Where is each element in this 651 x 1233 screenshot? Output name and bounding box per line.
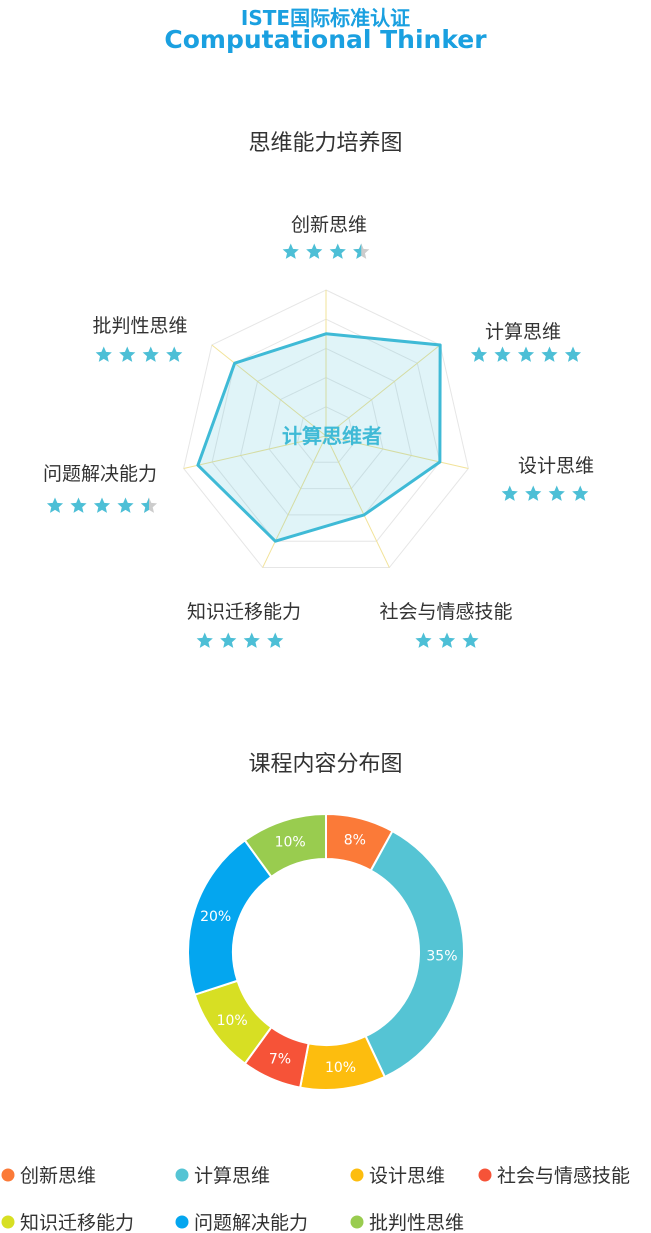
legend-label: 知识迁移能力 bbox=[20, 1212, 134, 1233]
legend-marker bbox=[478, 1168, 492, 1182]
brand-subtitle: Computational Thinker bbox=[164, 25, 487, 54]
rating-star-half-icon bbox=[353, 243, 362, 259]
radar-axis-label: 创新思维 bbox=[291, 214, 367, 236]
donut-slice-label: 35% bbox=[426, 949, 457, 965]
pie-chart-title: 课程内容分布图 bbox=[248, 752, 403, 777]
rating-star-icon bbox=[46, 497, 64, 513]
rating-star-icon bbox=[267, 632, 284, 648]
legend-marker bbox=[175, 1168, 189, 1182]
donut-slice-label: 7% bbox=[269, 1051, 291, 1067]
rating-star-icon bbox=[564, 346, 582, 362]
rating-star-icon bbox=[93, 497, 111, 513]
radar-spoke bbox=[211, 344, 327, 437]
rating-star-icon bbox=[119, 346, 136, 362]
rating-star-icon bbox=[95, 346, 112, 362]
rating-star-half-icon bbox=[140, 497, 149, 513]
rating-star-icon bbox=[501, 485, 518, 501]
rating-star-icon bbox=[306, 243, 323, 259]
rating-star-icon bbox=[415, 632, 432, 648]
donut-slice-label: 10% bbox=[325, 1060, 356, 1076]
radar-data-area bbox=[196, 332, 442, 543]
rating-star-icon bbox=[541, 346, 558, 362]
radar-chart-title: 思维能力培养图 bbox=[248, 131, 403, 156]
donut-slice bbox=[364, 829, 465, 1079]
donut-slice-label: 8% bbox=[344, 833, 366, 849]
radar-spoke bbox=[325, 435, 390, 568]
radar-grid-ring bbox=[296, 406, 356, 463]
radar-axis-label: 设计思维 bbox=[518, 455, 594, 477]
rating-star-icon bbox=[525, 485, 542, 501]
radar-center-label: 计算思维者 bbox=[282, 424, 382, 448]
radar-axis-label: 问题解决能力 bbox=[43, 463, 157, 485]
rating-star-icon bbox=[462, 632, 479, 648]
radar-grid-ring bbox=[211, 318, 441, 542]
legend-label: 设计思维 bbox=[369, 1165, 445, 1187]
legend-marker bbox=[350, 1215, 364, 1229]
brand-title: ISTE国际标准认证 bbox=[240, 6, 411, 30]
donut-slice bbox=[243, 812, 327, 879]
radar-spoke bbox=[262, 435, 327, 568]
radar-spoke bbox=[325, 435, 469, 469]
legend-label: 批判性思维 bbox=[369, 1212, 464, 1233]
rating-star-icon bbox=[470, 346, 488, 362]
radar-axis-label: 计算思维 bbox=[485, 321, 561, 343]
rating-star-icon bbox=[166, 346, 183, 362]
rating-star-icon bbox=[243, 632, 260, 648]
rating-star-icon bbox=[438, 632, 456, 648]
rating-star-icon bbox=[196, 632, 213, 648]
donut-slice-label: 10% bbox=[217, 1013, 248, 1029]
rating-star-icon bbox=[142, 346, 159, 362]
radar-grid-ring bbox=[183, 289, 469, 569]
radar-grid-ring bbox=[240, 347, 412, 516]
rating-star-icon bbox=[329, 243, 346, 259]
legend-label: 创新思维 bbox=[20, 1165, 96, 1187]
radar-axis-label: 知识迁移能力 bbox=[187, 601, 301, 623]
legend-label: 社会与情感技能 bbox=[497, 1165, 630, 1187]
legend-marker bbox=[1, 1215, 15, 1229]
rating-star-icon bbox=[220, 632, 237, 648]
radar-axis-label: 批判性思维 bbox=[92, 315, 187, 337]
radar-spoke bbox=[183, 435, 327, 469]
radar-grid-ring bbox=[268, 377, 384, 490]
rating-star-icon bbox=[117, 497, 134, 513]
rating-star-icon bbox=[548, 485, 565, 501]
donut-slice-label: 20% bbox=[200, 909, 231, 925]
rating-star-icon bbox=[70, 497, 87, 513]
legend-marker bbox=[350, 1168, 364, 1182]
donut-slice-label: 10% bbox=[275, 835, 306, 851]
legend-label: 问题解决能力 bbox=[194, 1212, 308, 1233]
radar-axis-label: 社会与情感技能 bbox=[379, 601, 512, 623]
rating-star-icon bbox=[494, 346, 511, 362]
legend-marker bbox=[175, 1215, 189, 1229]
rating-star-icon bbox=[517, 346, 535, 362]
legend-label: 计算思维 bbox=[194, 1165, 270, 1187]
rating-star-icon bbox=[572, 485, 589, 501]
rating-star-icon bbox=[282, 243, 299, 259]
radar-spoke bbox=[325, 344, 441, 437]
legend-marker bbox=[1, 1168, 15, 1182]
